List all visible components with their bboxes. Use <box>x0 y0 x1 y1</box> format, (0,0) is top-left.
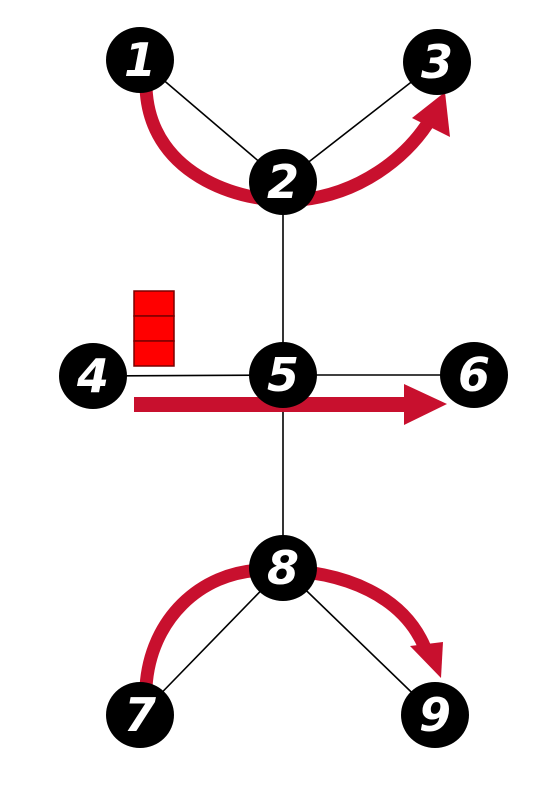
stack-box <box>133 340 175 367</box>
node-2-label: 2 <box>267 155 299 209</box>
node-1-label: 1 <box>124 33 156 87</box>
edge-7-8 <box>139 567 284 716</box>
nodes: 1 2 3 4 5 6 7 8 <box>59 27 508 748</box>
edge-8-9 <box>282 567 436 716</box>
node-5: 5 <box>249 342 317 408</box>
flow-arrowhead-middle <box>404 384 447 425</box>
node-5-label: 5 <box>267 348 299 402</box>
node-4: 4 <box>59 343 127 409</box>
flow-arrowhead-top <box>412 92 450 137</box>
node-1: 1 <box>106 27 174 93</box>
stack-box <box>133 290 175 317</box>
node-4-label: 4 <box>76 349 109 403</box>
node-9: 9 <box>401 682 469 748</box>
node-3-label: 3 <box>421 35 453 89</box>
node-3: 3 <box>403 29 471 95</box>
node-9-label: 9 <box>419 688 451 742</box>
node-6: 6 <box>440 342 508 408</box>
node-6-label: 6 <box>458 348 490 402</box>
node-8-label: 8 <box>267 541 299 595</box>
red-stack <box>133 290 175 367</box>
node-7-label: 7 <box>124 688 156 742</box>
node-8: 8 <box>249 535 317 601</box>
node-7: 7 <box>106 682 174 748</box>
flow-arrowhead-bottom <box>410 642 443 678</box>
node-2: 2 <box>249 149 317 215</box>
stack-box <box>133 315 175 342</box>
